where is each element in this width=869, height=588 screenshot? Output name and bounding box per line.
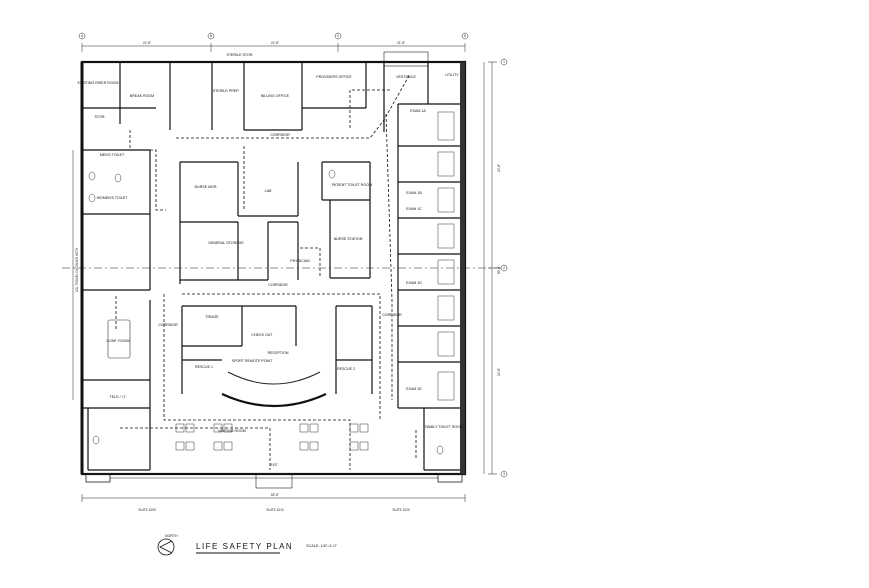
room-label-providers-office: PROVIDERS OFFICE xyxy=(316,75,352,79)
east-storefront xyxy=(460,62,465,474)
room-label-stor: STOR. xyxy=(95,115,106,119)
north-vestibule-canopy xyxy=(383,51,429,67)
room-label-rescue-1: RESCUE 1 xyxy=(195,365,213,369)
room-label-exam-2: EXAM 1B xyxy=(406,191,422,195)
room-label-exam-5: EXAM 1E xyxy=(406,387,422,391)
dim-bottom: 82'-8" xyxy=(271,493,279,497)
room-label-general-storage: GENERAL STORAGE xyxy=(208,241,244,245)
grid-bubble-3: 3 xyxy=(503,472,505,476)
room-label-reception: RECEPTION xyxy=(268,351,289,355)
room-label-conf-room: CONF. ROOM xyxy=(107,339,130,343)
conference-table xyxy=(107,319,131,359)
exam-tables xyxy=(437,111,455,401)
dim-left-note: LOL TRAVEL DISTANCE WITH xyxy=(75,247,79,292)
room-label-womens-toilet: WOMEN'S TOILET xyxy=(97,196,129,200)
interior-walls xyxy=(82,62,460,471)
suite-label-3: SUITE 1020 xyxy=(392,508,410,512)
room-label-exam-1: EXAM 1A xyxy=(410,109,426,113)
dim-top-2: 21'-8" xyxy=(271,41,279,45)
waiting-chairs xyxy=(175,423,369,451)
drawing-title: LIFE SAFETY PLAN xyxy=(196,542,294,551)
room-label-physician: PHYSICIAN xyxy=(290,259,310,263)
room-label-family-toilet: FAMILY TOILET ROOM xyxy=(425,425,463,429)
room-label-billing-office: BILLING OFFICE xyxy=(261,94,290,98)
grid-bubbles xyxy=(78,32,508,478)
room-label-vestibule: VESTIBULE xyxy=(396,75,416,79)
room-label-waiting-room: WAITING ROOM xyxy=(218,429,245,433)
room-label-break-room: BREAK ROOM xyxy=(130,94,154,98)
room-label-corridor-west: CORRIDOR xyxy=(158,323,178,327)
north-label: NORTH xyxy=(165,534,178,538)
grid-bubble-b: B xyxy=(210,34,212,38)
room-label-sterile-prep: STERILE PREP. xyxy=(213,89,239,93)
room-label-mens-toilet: MEN'S TOILET xyxy=(100,153,125,157)
dim-right-2: 83'-8" xyxy=(497,266,501,274)
exit-label: EXIT xyxy=(270,463,277,467)
sw-column xyxy=(85,473,111,483)
room-label-tele-room: TELE / I.T. xyxy=(110,395,127,399)
room-label-corridor-north: CORRIDOR xyxy=(270,133,290,137)
dimension-lines xyxy=(62,43,510,502)
room-label-corridor-mid: CORRIDOR xyxy=(268,283,288,287)
room-label-check-out: CHECK OUT xyxy=(251,333,273,337)
grid-bubble-1: 1 xyxy=(503,60,505,64)
main-entrance xyxy=(255,473,293,489)
toilet-fixtures xyxy=(88,169,444,455)
room-label-rescue-2: RESCUE 2 xyxy=(337,367,355,371)
dim-right-3: 24'-8" xyxy=(497,368,501,376)
room-label-exam-4: EXAM 1D xyxy=(406,281,422,285)
room-label-patient-toilet: PATIENT TOILET ROOM xyxy=(332,183,372,187)
room-label-sterile-stor: STERILE STOR. xyxy=(227,53,254,57)
room-label-exam-3: EXAM 1C xyxy=(406,207,422,211)
suite-label-1: SUITE 1000 xyxy=(138,508,156,512)
room-label-existing-riser: EXISTING RISER ROOM xyxy=(78,81,119,85)
room-label-nurse-station: NURSE STATION xyxy=(334,237,363,241)
grid-bubble-2: 2 xyxy=(503,266,505,270)
dim-top-3: 21'-8" xyxy=(397,41,405,45)
room-label-corridor-east: CORRIDOR xyxy=(382,313,402,317)
room-label-nurse-mgr: NURSE MGR. xyxy=(195,185,218,189)
egress-paths xyxy=(115,73,417,470)
room-label-sport-remote: SPORT REMOTE POINT xyxy=(232,359,273,363)
reception-counter xyxy=(227,371,321,385)
drawing-scale: SCALE: 1/8"=1'-0" xyxy=(306,544,337,548)
dim-top-1: 21'-8" xyxy=(143,41,151,45)
room-label-triage: TRIAGE xyxy=(205,315,219,319)
grid-bubble-c: C xyxy=(337,34,340,38)
suite-label-2: SUITE 1010 xyxy=(266,508,284,512)
room-label-utility: UTILITY xyxy=(445,73,459,77)
north-arrow-icon xyxy=(157,538,175,556)
room-label-lab: LAB xyxy=(265,189,272,193)
grid-bubble-d: D xyxy=(464,34,467,38)
reception-curved-wall xyxy=(221,393,327,408)
dim-right-1: 24'-8" xyxy=(497,164,501,172)
grid-bubble-a: A xyxy=(81,34,84,38)
se-column xyxy=(437,473,463,483)
